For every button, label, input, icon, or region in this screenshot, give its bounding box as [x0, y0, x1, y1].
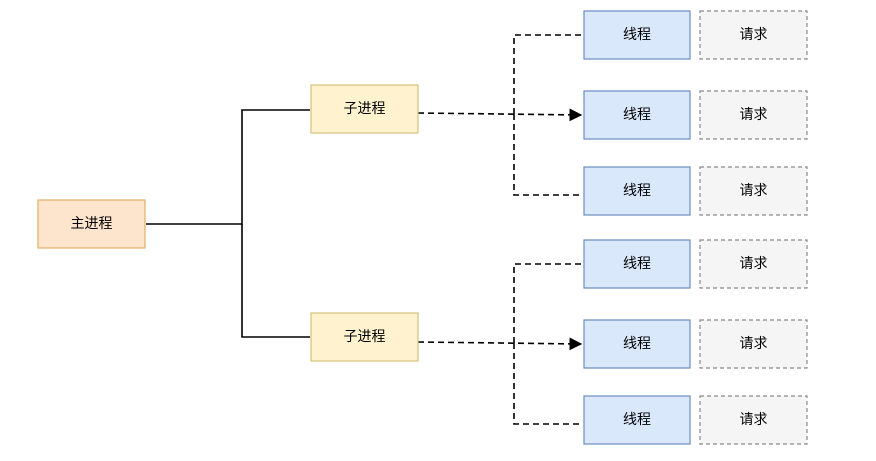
request-node[interactable]: 请求 [699, 395, 808, 445]
thread-label: 线程 [623, 256, 651, 272]
request-box [699, 395, 808, 445]
thread-label: 线程 [623, 183, 651, 199]
request-node[interactable]: 请求 [699, 319, 808, 369]
thread-label: 线程 [623, 336, 651, 352]
child-2-thread-connectors [417, 263, 583, 425]
thread-box [583, 239, 691, 289]
thread-label: 线程 [623, 412, 651, 428]
thread-label: 线程 [623, 107, 651, 123]
main-to-child-2-edge [241, 224, 310, 338]
child-2-threads: 线程 请求 线程 请求 线程 请求 [583, 239, 808, 445]
child-1-to-thread-2-edge [417, 108, 583, 122]
child-2-to-thread-1-edge [513, 263, 583, 343]
child-process-1-label: 子进程 [344, 101, 386, 117]
request-node[interactable]: 请求 [699, 90, 808, 140]
main-process-box [37, 199, 146, 249]
request-node[interactable]: 请求 [699, 166, 808, 216]
thread-node[interactable]: 线程 [583, 90, 691, 140]
child-process-2-node[interactable]: 子进程 [310, 312, 419, 362]
request-node[interactable]: 请求 [699, 10, 808, 60]
thread-label: 线程 [623, 27, 651, 43]
request-box [699, 10, 808, 60]
request-label: 请求 [740, 27, 768, 43]
main-to-child-1-edge [146, 109, 310, 225]
child-process-1-box [310, 84, 419, 134]
child-2-to-thread-3-edge [513, 343, 583, 425]
request-label: 请求 [740, 256, 768, 272]
thread-node[interactable]: 线程 [583, 10, 691, 60]
child-1-thread-connectors [417, 34, 583, 196]
main-process-node[interactable]: 主进程 [37, 199, 146, 249]
thread-node[interactable]: 线程 [583, 395, 691, 445]
request-label: 请求 [740, 183, 768, 199]
child-1-to-thread-1-edge [513, 34, 583, 114]
child-1-to-thread-3-edge [513, 114, 583, 196]
main-process-label: 主进程 [71, 216, 113, 232]
thread-box [583, 90, 691, 140]
thread-node[interactable]: 线程 [583, 319, 691, 369]
request-box [699, 166, 808, 216]
request-node[interactable]: 请求 [699, 239, 808, 289]
child-process-2-box [310, 312, 419, 362]
thread-box [583, 166, 691, 216]
thread-box [583, 395, 691, 445]
child-process-1-node[interactable]: 子进程 [310, 84, 419, 134]
main-to-child-connectors [146, 109, 310, 338]
child-process-2-label: 子进程 [344, 329, 386, 345]
child-2-to-thread-2-edge [417, 337, 583, 351]
child-1-threads: 线程 请求 线程 请求 线程 请求 [583, 10, 808, 216]
thread-node[interactable]: 线程 [583, 166, 691, 216]
request-label: 请求 [740, 107, 768, 123]
thread-box [583, 10, 691, 60]
request-box [699, 319, 808, 369]
request-label: 请求 [740, 412, 768, 428]
thread-box [583, 319, 691, 369]
thread-node[interactable]: 线程 [583, 239, 691, 289]
request-box [699, 239, 808, 289]
request-box [699, 90, 808, 140]
request-label: 请求 [740, 336, 768, 352]
